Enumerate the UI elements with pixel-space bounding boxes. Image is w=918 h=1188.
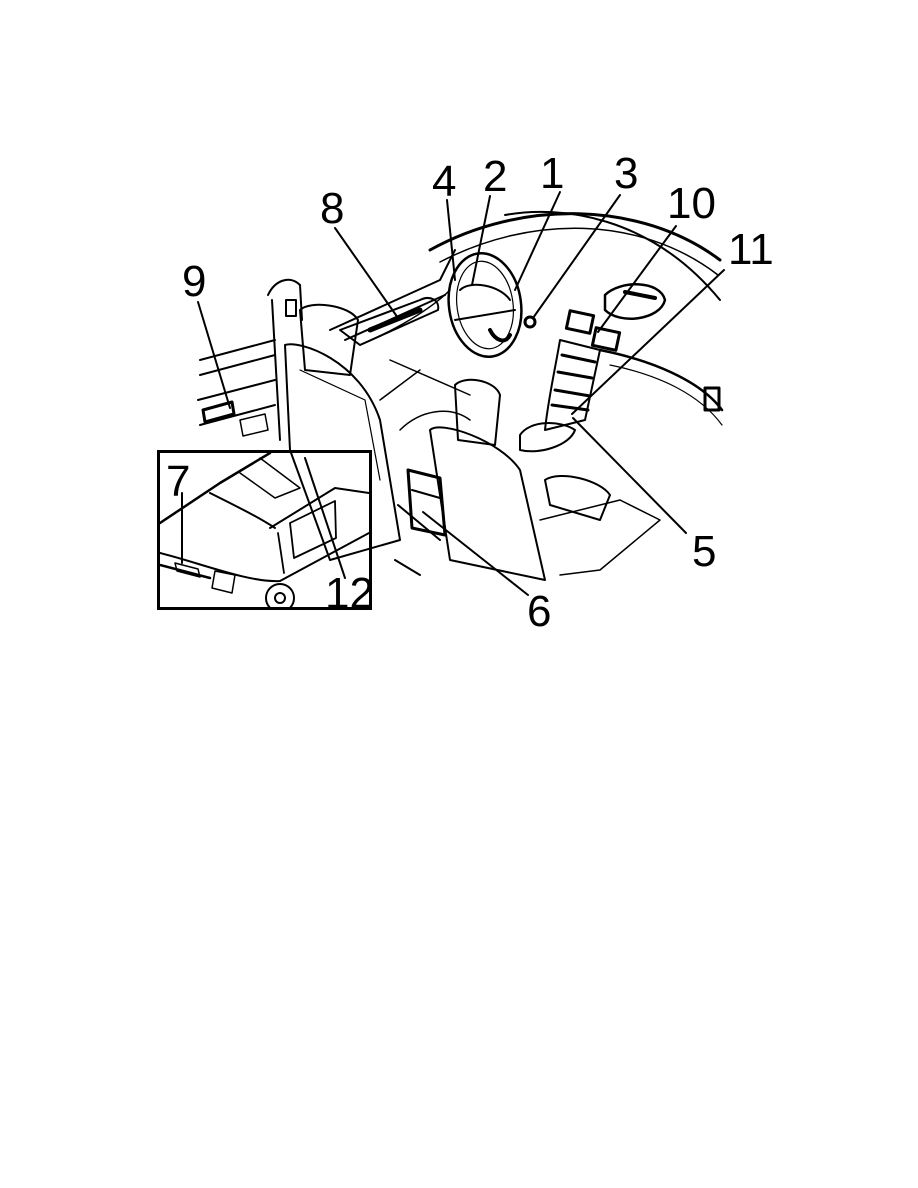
diagram-drawing: [197, 191, 725, 596]
callout-12: 12: [325, 569, 374, 618]
car-interior-diagram: 1 2 3 4 5 6 7 8 9 10 11 12: [157, 149, 774, 636]
callout-10: 10: [667, 179, 716, 228]
callout-7: 7: [166, 457, 191, 506]
callout-3: 3: [614, 149, 639, 198]
callout-8: 8: [320, 184, 345, 233]
callout-4: 4: [432, 157, 457, 206]
callout-2: 2: [483, 152, 508, 201]
callout-9: 9: [182, 257, 207, 306]
callout-1: 1: [540, 149, 565, 198]
car-exterior-drawing: [160, 453, 369, 607]
callout-5: 5: [692, 527, 717, 576]
callout-11: 11: [728, 225, 774, 274]
inset-exterior-view: [157, 450, 372, 610]
callout-6: 6: [527, 587, 552, 636]
